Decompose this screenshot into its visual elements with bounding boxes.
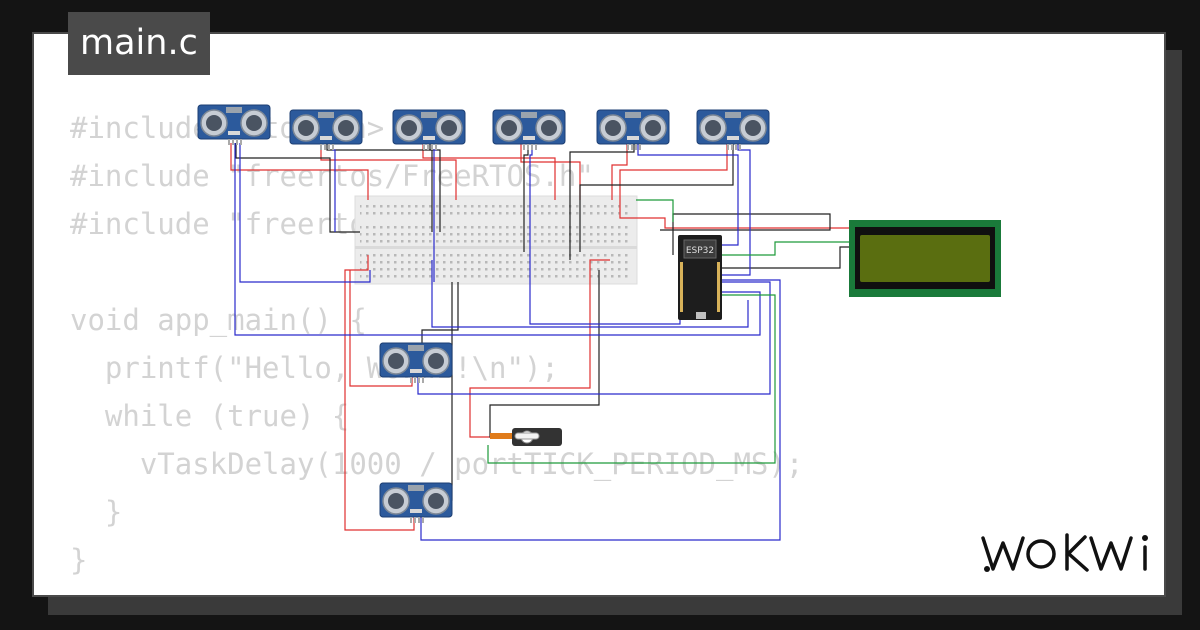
file-tab[interactable]: main.c (68, 12, 210, 75)
ultrasonic-sensor-icon[interactable] (379, 342, 453, 384)
ultrasonic-sensor-icon[interactable] (696, 109, 770, 151)
code-line: } (70, 543, 88, 577)
code-line: vTaskDelay(1000 / portTICK_PERIOD_MS); (70, 447, 804, 481)
esp32-board[interactable]: ESP32 (678, 235, 722, 320)
ultrasonic-sensor-icon[interactable] (596, 109, 670, 151)
ultrasonic-sensor-icon[interactable] (379, 482, 453, 524)
ultrasonic-sensor-icon[interactable] (197, 104, 271, 146)
servo-icon[interactable] (490, 428, 562, 446)
code-line: #include "freertos/FreeRTOS.h" (70, 159, 594, 193)
code-line: void app_main() { (70, 303, 367, 337)
esp32-label: ESP32 (686, 246, 714, 256)
wokwi-logo-icon (981, 533, 1148, 572)
code-line: while (true) { (70, 399, 350, 433)
ultrasonic-sensor-icon[interactable] (392, 109, 466, 151)
lcd-display[interactable] (849, 220, 1001, 297)
breadboard (354, 195, 638, 285)
ultrasonic-sensor-icon[interactable] (289, 109, 363, 151)
code-line: } (70, 495, 123, 529)
sensor-row (197, 104, 770, 151)
ultrasonic-sensor-icon[interactable] (492, 109, 566, 151)
